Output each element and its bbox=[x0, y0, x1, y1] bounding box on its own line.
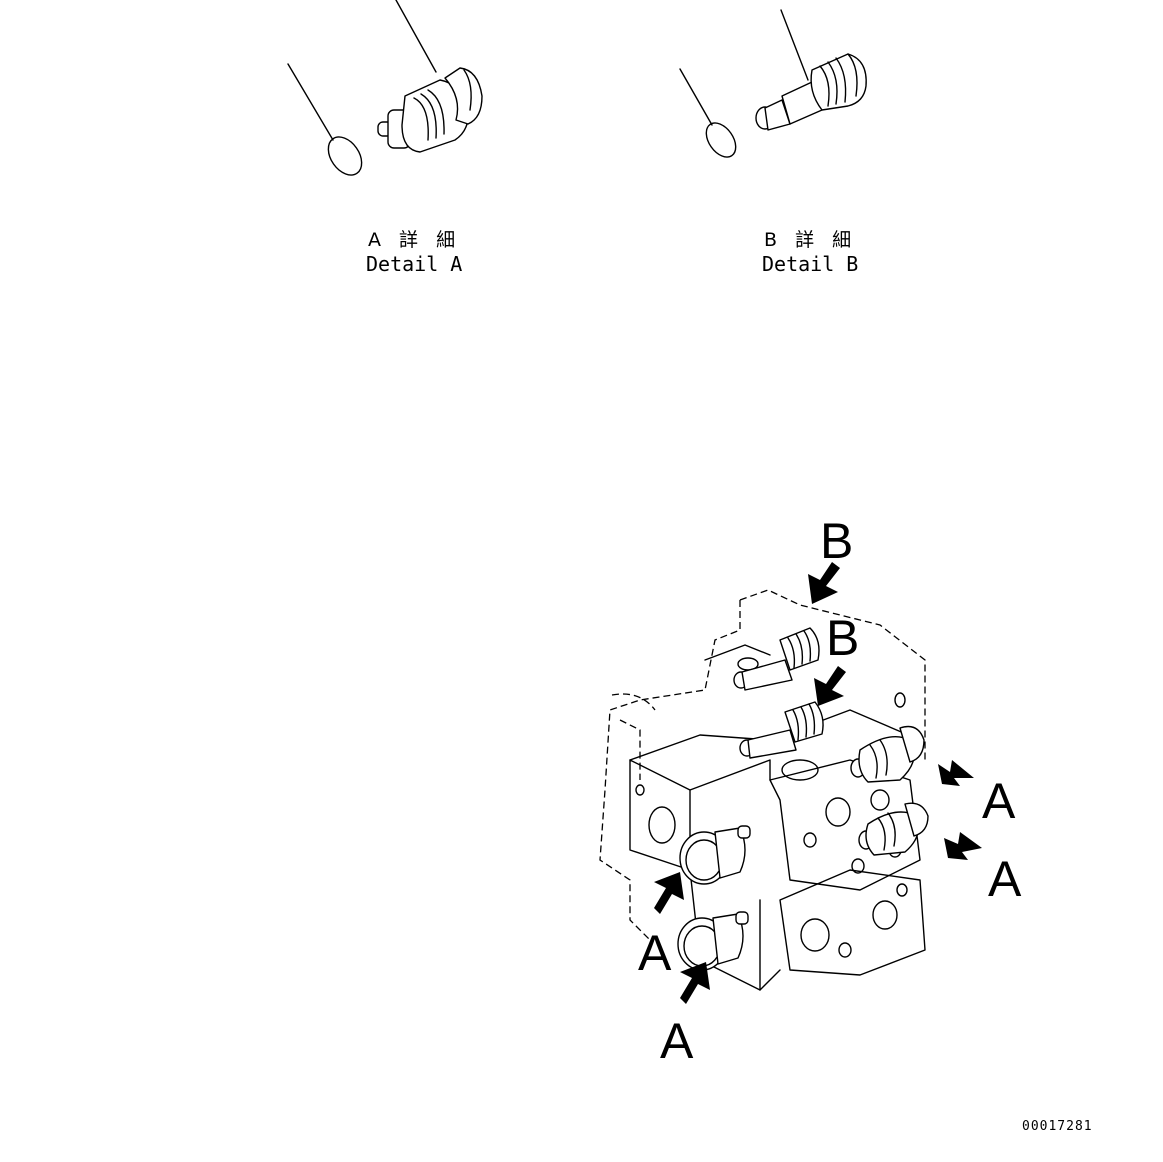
detail-a-plug bbox=[377, 67, 483, 153]
valve-plug-b-upper bbox=[733, 627, 820, 691]
callout-a-left-lower: A bbox=[660, 1013, 694, 1069]
detail-b-caption-en: Detail B bbox=[762, 252, 858, 276]
callout-a-right-lower: A bbox=[988, 851, 1022, 907]
detail-b-caption-jp: B 詳 細 bbox=[764, 229, 857, 251]
detail-a-leader-plug bbox=[395, 0, 437, 73]
detail-b-leader-plug bbox=[780, 9, 809, 81]
detail-a-caption-en: Detail A bbox=[366, 252, 462, 276]
arrow-a-left-lower bbox=[680, 962, 710, 1004]
detail-b-leader-oring bbox=[679, 68, 713, 126]
arrow-a-right-lower bbox=[944, 832, 982, 860]
detail-a-caption-jp: A 詳 細 bbox=[368, 229, 461, 251]
valve-plug-a-left-lower bbox=[677, 911, 749, 971]
valve-plug-a-right-lower bbox=[858, 802, 929, 856]
detail-b-oring bbox=[705, 122, 737, 158]
valve-plug-a-right-upper bbox=[850, 725, 925, 783]
arrow-a-right-upper bbox=[938, 760, 974, 786]
arrow-b-top bbox=[808, 562, 840, 604]
detail-b-plug bbox=[755, 53, 867, 131]
callout-b-mid: B bbox=[826, 610, 859, 666]
callout-b-top: B bbox=[820, 513, 853, 569]
control-valve-assembly: B B A A A A bbox=[599, 513, 1022, 1069]
reference-number: 00017281 bbox=[1022, 1119, 1093, 1134]
arrow-b-mid bbox=[814, 666, 846, 706]
arrow-a-left-upper bbox=[654, 872, 684, 914]
detail-a-oring bbox=[327, 136, 363, 176]
valve-plug-a-left-upper bbox=[679, 825, 751, 885]
valve-plug-b-lower bbox=[739, 701, 824, 759]
detail-b-group: B 詳 細 Detail B bbox=[679, 9, 867, 276]
detail-a-group: A 詳 細 Detail A bbox=[287, 0, 483, 276]
callout-a-right-upper: A bbox=[982, 773, 1016, 829]
callout-a-left-upper: A bbox=[638, 925, 672, 981]
detail-a-leader-oring bbox=[287, 63, 334, 141]
